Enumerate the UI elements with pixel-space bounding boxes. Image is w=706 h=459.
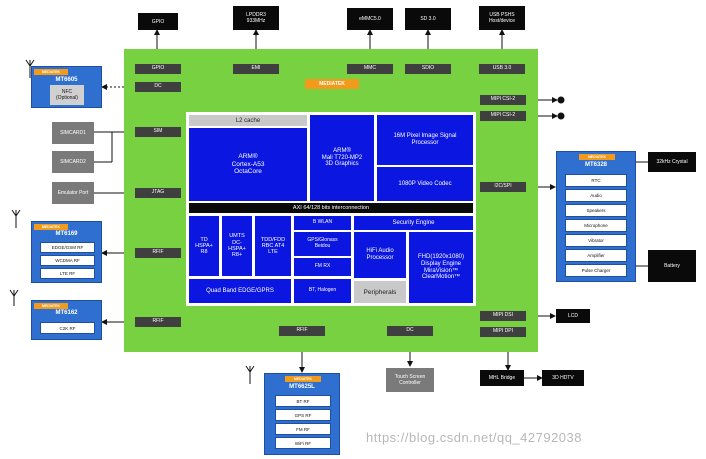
connectivity-chip: MEDIATEK MT6625L BT RF GPS RF FM RF WiFi… xyxy=(264,373,340,455)
axi-bus: AXI 64/128 bits interconnection xyxy=(189,203,473,213)
mediatek-logo: MEDIATEK xyxy=(579,154,615,160)
rf2-row: C2K RF xyxy=(40,322,95,334)
quad-band-block: Quad Band EDGE/GPRS xyxy=(189,279,291,303)
touch-controller-block: Touch Screen Controller xyxy=(386,368,434,392)
cpu-block: ARM® Cortex-A53 OctaCore xyxy=(189,128,307,201)
lcd-block: LCD xyxy=(556,309,590,323)
pin-mipi-dsi: MIPI DSI xyxy=(480,311,526,321)
pin-rfif-bottom: RFIF xyxy=(279,326,325,336)
crystal-block: 32kHz Crystal xyxy=(648,152,696,172)
conn-title: MT6625L xyxy=(289,384,315,390)
gpio-block: GPIO xyxy=(138,13,178,30)
pmic-row: RTC xyxy=(565,174,627,187)
pin-sdio: SDIO xyxy=(405,64,451,74)
pin-rfif-1: RFIF xyxy=(135,248,181,258)
pin-jtag: JTAG xyxy=(135,188,181,198)
camera-icon xyxy=(557,96,565,104)
simcard1-block: SIMCARD1 xyxy=(52,122,94,144)
pmic-row: Audio xyxy=(565,189,627,202)
wlan-block: B WLAN xyxy=(294,216,351,230)
mhl-bridge-block: MHL Bridge xyxy=(480,370,524,386)
modem-td-block: TD HSPA+ R8 xyxy=(189,216,219,276)
mediatek-logo: MEDIATEK xyxy=(34,224,68,230)
rf1-row: WCDMA RF xyxy=(40,255,95,266)
peripherals-block: Peripherals xyxy=(354,281,406,303)
nfc-companion-chip: MEDIATEK MT6605 NFC (Optional) xyxy=(31,66,102,108)
rf1-row: LTE RF xyxy=(40,268,95,279)
pin-mipi-csi-1: MIPI CSI-2 xyxy=(480,95,526,105)
rf-transceiver-chip-2: MEDIATEK MT6162 C2K RF xyxy=(31,300,102,340)
conn-row: FM RF xyxy=(275,423,331,435)
video-codec-block: 1080P Video Codec xyxy=(377,167,473,201)
fm-rx-block: FM RX xyxy=(294,258,351,276)
antenna-icon xyxy=(11,209,21,228)
camera-icon xyxy=(557,112,565,120)
pmic-row: Amplifier xyxy=(565,249,627,262)
pin-gpio: GPIO xyxy=(135,64,181,74)
emmc-block: eMMC5.0 xyxy=(347,8,393,30)
antenna-icon xyxy=(245,365,255,384)
emulator-port-block: Emulator Port xyxy=(52,182,94,204)
l2-cache: L2 cache xyxy=(189,115,307,126)
nfc-label: NFC (Optional) xyxy=(50,85,84,105)
rf-transceiver-chip-1: MEDIATEK MT6169 EDGE/GSM RF WCDMA RF LTE… xyxy=(31,221,102,283)
pmic-title: MT6328 xyxy=(584,162,607,168)
simcard2-block: SIMCARD2 xyxy=(52,151,94,173)
mediatek-logo: MEDIATEK xyxy=(34,69,68,75)
pin-rfif-2: RFIF xyxy=(135,317,181,327)
watermark: https://blog.csdn.net/qq_42792038 xyxy=(366,430,582,445)
pin-mipi-csi-2: MIPI CSI-2 xyxy=(480,111,526,121)
security-engine-block: Security Engine xyxy=(354,216,473,230)
gps-block: GPS/Glonass Beidou xyxy=(294,232,351,256)
pin-emi: EMI xyxy=(233,64,279,74)
rf1-title: MT6169 xyxy=(55,231,78,237)
antenna-icon xyxy=(9,289,19,306)
conn-row: GPS RF xyxy=(275,409,331,421)
conn-row: WiFi RF xyxy=(275,437,331,449)
bt-block: BT, Halogen xyxy=(294,279,351,303)
rf1-row: EDGE/GSM RF xyxy=(40,242,95,253)
mediatek-logo: MEDIATEK xyxy=(285,376,321,382)
rf2-title: MT6162 xyxy=(55,310,78,316)
audio-processor-block: HiFi Audio Processor xyxy=(354,232,406,278)
pin-i2c-spi: I2C/SPI xyxy=(480,182,526,192)
modem-umts-block: UMTS DC- HSPA+ R8+ xyxy=(222,216,252,276)
pin-dc-left: DC xyxy=(135,82,181,92)
pmic-row: Vibrator xyxy=(565,234,627,247)
pmic-row: Pulse Charger xyxy=(565,264,627,277)
display-engine-block: FHD(1920x1080) Display Engine MiraVision… xyxy=(409,232,473,303)
pmic-row: Speakers xyxy=(565,204,627,217)
pin-sim: SIM xyxy=(135,127,181,137)
battery-block: Battery xyxy=(648,250,696,282)
pin-dc-bottom: DC xyxy=(387,326,433,336)
pmic-chip: MEDIATEK MT6328 RTC Audio Speakers Micro… xyxy=(556,151,636,282)
pmic-row: Microphone xyxy=(565,219,627,232)
lpddr-block: LPDDR3 933MHz xyxy=(233,6,279,30)
antenna-icon xyxy=(25,59,35,78)
mediatek-logo: MEDIATEK xyxy=(34,303,68,309)
gpu-block: ARM® Mali T720-MP2 3D Graphics xyxy=(310,115,374,201)
pin-mmc: MMC xyxy=(347,64,393,74)
sd-block: SD 3.0 xyxy=(405,8,451,30)
nfc-title: MT6605 xyxy=(55,77,78,83)
usb-host-block: USB PSHS Host/device xyxy=(479,6,525,30)
hdtv-block: 3D HDTV xyxy=(542,370,584,386)
conn-row: BT RF xyxy=(275,395,331,407)
modem-lte-block: TDD/FDD RBC AT4 LTE xyxy=(255,216,291,276)
isp-block: 16M Pixel Image Signal Processor xyxy=(377,115,473,165)
pin-mipi-dpi: MIPI DPI xyxy=(480,327,526,337)
pin-usb: USB 3.0 xyxy=(479,64,525,74)
soc-brand-logo: MEDIATEK xyxy=(305,79,359,89)
